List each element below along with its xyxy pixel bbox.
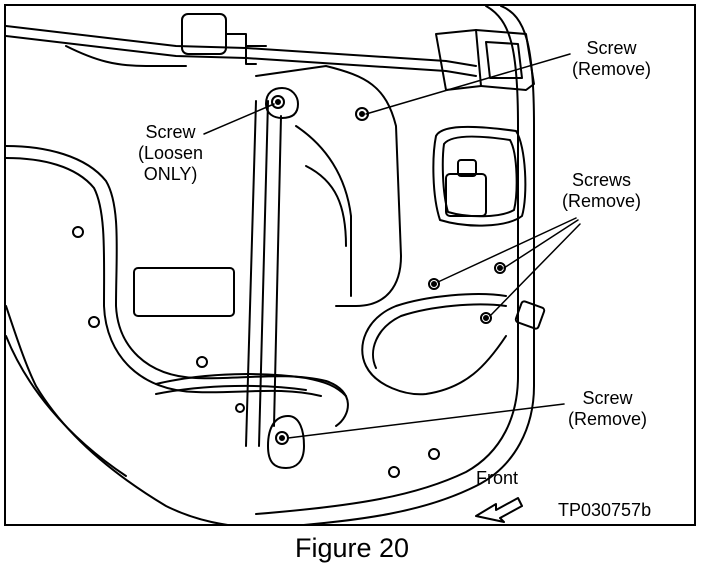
lower-harness [155,373,347,397]
lower-screw-boss [267,415,305,469]
door-shell-inner-edge [255,6,519,515]
leader-screws-c [489,223,581,317]
motor-top [457,159,477,177]
leader-screws-a [437,217,577,283]
screw-bottom [275,431,289,445]
label-screw-bottom: Screw (Remove) [568,388,648,429]
left-rib [245,100,269,447]
motor-window [432,125,527,227]
wire-harness [361,293,507,396]
top-module-detail [225,33,267,65]
label-figure-id: TP030757b [558,500,652,520]
panel-opening-inner [6,157,322,397]
center-curve [305,165,347,247]
screw-loosen [271,95,285,109]
connector-housing [475,29,535,91]
leader-screw-loosen [203,103,275,135]
motor-body [445,173,487,217]
wire-harness-2 [372,303,507,369]
connector-housing-inner [485,41,523,79]
figure-caption: Figure 20 [294,533,410,563]
motor-window-inner [441,135,518,218]
label-screw-top-right: Screw (Remove) [572,38,652,79]
left-rib-2 [273,115,282,427]
front-arrow-icon [475,497,523,523]
lower-trim-2 [6,335,127,477]
leader-screw-top-right [365,53,571,115]
top-cable-2 [6,35,477,77]
screw-right-c [480,312,492,324]
leader-screws-b [503,219,579,269]
lower-trim [6,305,228,524]
label-screws-right: Screws (Remove) [562,170,642,211]
screw-right-a [428,278,440,290]
top-cable [6,25,477,67]
center-panel-edge [255,65,402,307]
harness-connector [514,300,546,330]
center-panel-edge-2 [295,125,352,297]
label-screw-loosen: Screw (Loosen ONLY) [138,122,204,184]
leader-screw-bottom [287,403,565,439]
figure-frame: Screw (Remove) Screw (Loosen ONLY) Screw… [4,4,696,526]
lower-harness-2 [155,384,307,395]
upper-screw-boss [265,87,299,119]
panel-opening-outline [6,145,349,427]
top-bar [65,45,187,67]
door-panel-illustration [6,6,581,524]
label-front: Front [476,468,519,488]
lower-bracket [133,267,235,317]
